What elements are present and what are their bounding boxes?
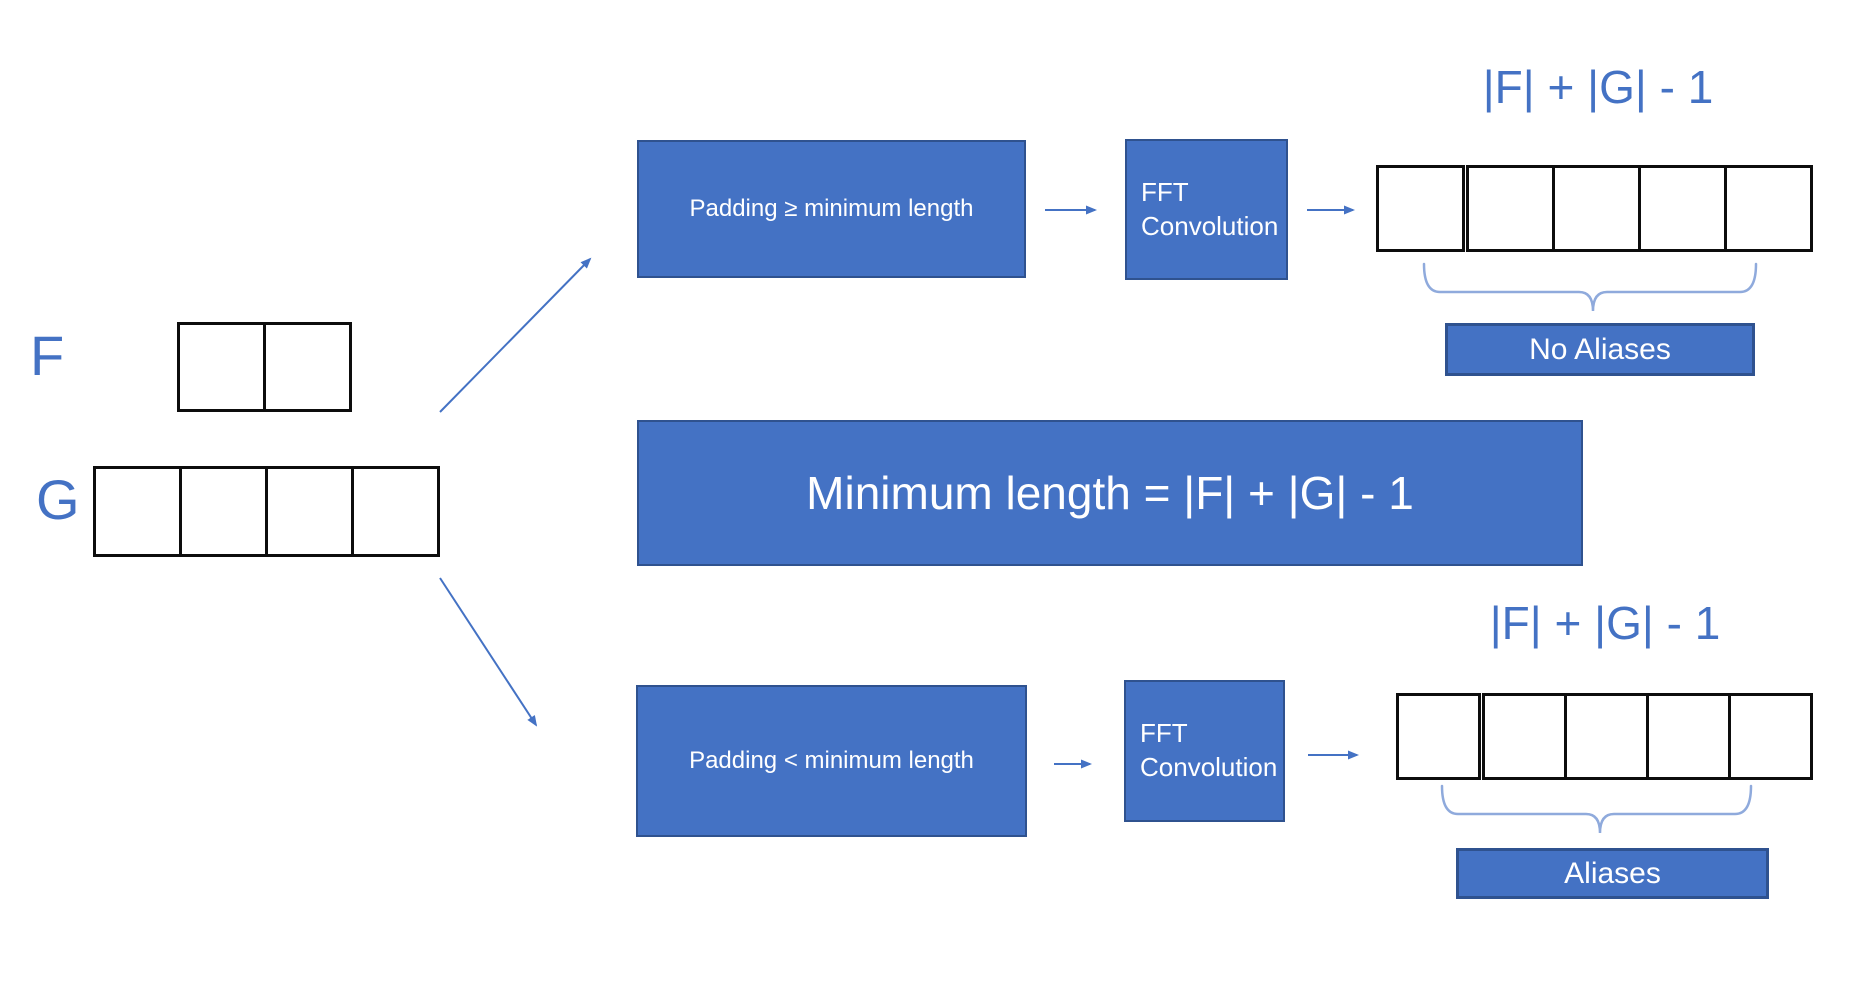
aliases-box: Aliases <box>1456 848 1769 899</box>
arrow-to-bottom-path-icon <box>439 577 538 727</box>
array-cell <box>177 322 266 412</box>
array-cell <box>179 466 268 557</box>
minimum-length-formula-box: Minimum length = |F| + |G| - 1 <box>637 420 1583 566</box>
array-cell <box>1466 165 1555 252</box>
array-cell <box>1396 693 1481 780</box>
fft-convolution-label-bottom: FFT Convolution <box>1140 717 1277 785</box>
fft-line1-bottom: FFT <box>1140 718 1188 749</box>
fft-line2-bottom: Convolution <box>1140 752 1278 782</box>
g-sequence-label: G <box>36 468 80 531</box>
array-cell <box>93 466 182 557</box>
f-sequence-label: F <box>30 324 65 387</box>
array-cell <box>1728 693 1813 780</box>
array-cell <box>263 322 352 412</box>
fft-convolution-label-top: FFT Convolution <box>1141 176 1278 244</box>
array-cell <box>1552 165 1641 252</box>
padding-ge-min-length-label: Padding ≥ minimum length <box>689 195 974 222</box>
array-cell <box>351 466 440 557</box>
no-aliases-label: No Aliases <box>1529 332 1671 366</box>
output-length-heading-top: |F| + |G| - 1 <box>1482 61 1714 113</box>
padding-lt-min-length-box: Padding < minimum length <box>636 685 1027 837</box>
underbrace-top-icon <box>1422 262 1758 312</box>
array-cell <box>1376 165 1465 252</box>
output-array-bottom <box>1396 693 1813 780</box>
output-array-top <box>1376 165 1813 252</box>
minimum-length-formula-text: Minimum length = |F| + |G| - 1 <box>806 467 1414 519</box>
output-length-heading-bottom: |F| + |G| - 1 <box>1489 597 1721 649</box>
underbrace-bottom-icon <box>1440 784 1753 834</box>
f-sequence-array <box>177 322 352 412</box>
fft-line2-top: Convolution <box>1141 210 1279 241</box>
array-cell <box>1564 693 1649 780</box>
padding-ge-min-length-box: Padding ≥ minimum length <box>637 140 1026 278</box>
array-cell <box>1482 693 1567 780</box>
fft-convolution-box-top: FFT Convolution <box>1125 139 1288 280</box>
array-cell <box>1724 165 1813 252</box>
no-aliases-box: No Aliases <box>1445 323 1755 376</box>
padding-lt-min-length-label: Padding < minimum length <box>689 747 974 774</box>
g-sequence-array <box>93 466 440 557</box>
array-cell <box>265 466 354 557</box>
fft-convolution-box-bottom: FFT Convolution <box>1124 680 1285 822</box>
arrow-to-top-path-icon <box>439 257 592 413</box>
aliases-label: Aliases <box>1564 856 1661 890</box>
fft-line1-top: FFT <box>1141 176 1189 207</box>
array-cell <box>1646 693 1731 780</box>
array-cell <box>1638 165 1727 252</box>
